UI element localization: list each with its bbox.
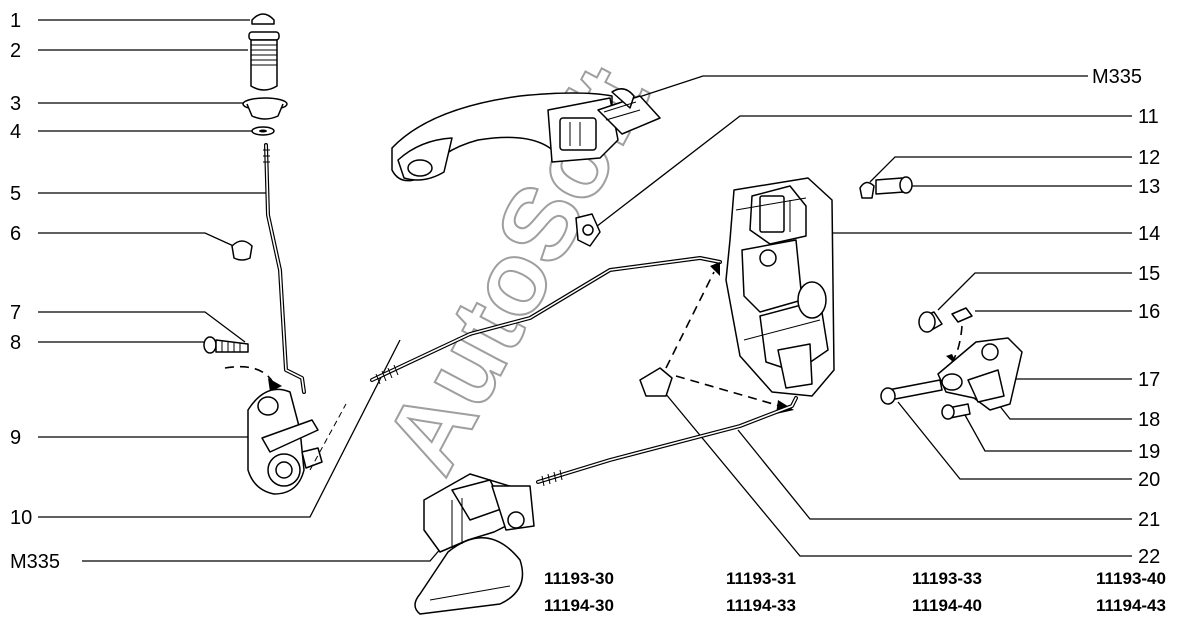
callout-11: 11: [1138, 106, 1159, 128]
callout-19: 19: [1138, 441, 1160, 463]
callout-20: 20: [1138, 469, 1160, 491]
leader-lines: [38, 19, 1132, 562]
lock-knob-assembly: [203, 13, 347, 495]
callout-2: 2: [10, 40, 21, 62]
model-code-2-top: 11193-31: [726, 569, 796, 588]
callout-1: 1: [10, 10, 21, 32]
model-code-3-bottom: 11194-40: [912, 596, 982, 615]
callout-18: 18: [1138, 409, 1160, 431]
outside-door-handle: [391, 88, 661, 182]
model-code-2-bottom: 11194-33: [726, 596, 796, 615]
inside-door-handle: [414, 473, 535, 615]
callout-15: 15: [1138, 263, 1160, 285]
callout-17: 17: [1138, 369, 1160, 391]
callout-22: 22: [1138, 546, 1160, 568]
lower-lock-rod: [536, 396, 798, 487]
model-codes: 11193-30 11194-30 11193-31 11194-33 1119…: [544, 569, 1166, 615]
callout-7: 7: [10, 302, 21, 324]
callout-labels-right: M335 11 12 13 14 15 16 17 18 19 20 21 22: [1092, 66, 1160, 568]
callout-5: 5: [10, 183, 21, 205]
model-code-4-top: 11193-40: [1096, 569, 1166, 588]
lock-screw: [859, 176, 913, 199]
door-lock-mechanism: [725, 177, 835, 397]
callout-21: 21: [1138, 509, 1160, 531]
lower-rod-clip: [639, 367, 673, 397]
callout-16: 16: [1138, 301, 1160, 323]
model-code-1-bottom: 11194-30: [544, 596, 614, 615]
callout-6: 6: [10, 223, 21, 245]
callout-10: 10: [10, 507, 32, 529]
rod-clip: [575, 213, 601, 247]
callout-labels-left: 1 2 3 4 5 6 7 8 9 10 M335: [10, 10, 60, 573]
callout-m335-right: M335: [1092, 66, 1142, 88]
callout-9: 9: [10, 427, 21, 449]
callout-4: 4: [10, 121, 21, 143]
callout-12: 12: [1138, 147, 1160, 169]
door-striker-assembly: [880, 307, 1023, 420]
model-code-3-top: 11193-33: [912, 569, 982, 588]
callout-m335-left: M335: [10, 551, 60, 573]
upper-lock-rod: [370, 256, 722, 385]
callout-8: 8: [10, 332, 21, 354]
callout-3: 3: [10, 93, 21, 115]
callout-13: 13: [1138, 176, 1160, 198]
callout-14: 14: [1138, 223, 1160, 245]
model-code-1-top: 11193-30: [544, 569, 614, 588]
model-code-4-bottom: 11194-43: [1096, 596, 1166, 615]
